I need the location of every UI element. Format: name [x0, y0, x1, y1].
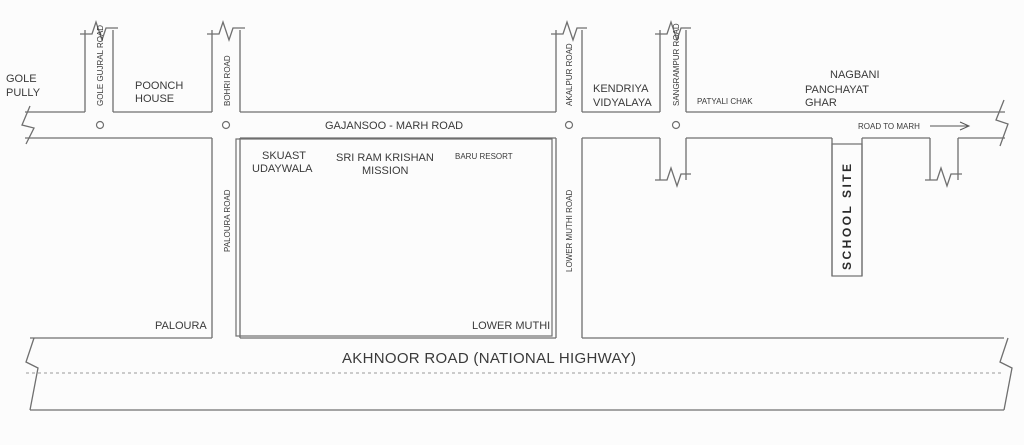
patyali-chak-label: PATYALI CHAK	[697, 97, 753, 106]
nagbani-panchayat-label: NAGBANI PANCHAYAT GHAR	[805, 69, 883, 109]
kendriya-vidyalaya-label: KENDRIYA VIDYALAYA	[593, 83, 652, 109]
east-stub-break	[925, 165, 962, 189]
highway-break-west	[25, 337, 39, 411]
junction-circle-icon	[221, 120, 231, 130]
lower-muthi-road-label: LOWER MUTHI ROAD	[565, 190, 574, 272]
sangrampur-road-label: SANGRAMPUR ROAD	[672, 23, 681, 106]
east-stub-road	[929, 138, 959, 180]
skuast-label: SKUAST UDAYWALA	[252, 150, 313, 175]
gole-pully-label: GOLE PULLY	[6, 73, 41, 99]
gole-gujral-road	[84, 30, 114, 112]
school-site-box	[831, 143, 863, 277]
junction-circle-icon	[95, 120, 105, 130]
sangrampur-road	[659, 30, 687, 180]
inner-block	[235, 138, 553, 337]
gole-gujral-break	[80, 19, 118, 43]
poonch-house-label: POONCH HOUSE	[135, 80, 186, 105]
sri-ram-krishan-label: SRI RAM KRISHAN MISSION	[336, 152, 437, 177]
lower-muthi-label: LOWER MUTHI	[472, 320, 550, 332]
gole-gujral-road-label: GOLE GUJRAL ROAD	[96, 25, 105, 106]
sangrampur-break-south	[655, 165, 691, 189]
school-site-label: SCHOOL SITE	[840, 161, 854, 270]
lower-muthi-road	[555, 138, 583, 338]
akalpur-road	[555, 30, 583, 112]
junction-circle-icon	[564, 120, 574, 130]
paloura-label: PALOURA	[155, 320, 207, 332]
highway-break-east	[999, 337, 1013, 411]
bohri-road	[211, 30, 241, 112]
baru-resort-label: BARU RESORT	[455, 152, 513, 161]
akalpur-road-label: AKALPUR ROAD	[565, 43, 574, 106]
bohri-road-label: BOHRI ROAD	[223, 55, 232, 106]
arrow-right-icon	[930, 121, 971, 131]
main-road-break-west	[21, 105, 35, 145]
paloura-road	[211, 138, 241, 338]
main-road-break-east	[995, 99, 1009, 147]
junction-circle-icon	[671, 120, 681, 130]
sangrampur-break-north	[655, 19, 691, 43]
bohri-break	[207, 19, 245, 43]
highway-label: AKHNOOR ROAD (NATIONAL HIGHWAY)	[342, 350, 636, 367]
akalpur-break	[551, 19, 587, 43]
to-marh-label: ROAD TO MARH	[858, 122, 920, 131]
main-road-label: GAJANSOO - MARH ROAD	[325, 120, 463, 132]
paloura-road-label: PALOURA ROAD	[223, 189, 232, 252]
